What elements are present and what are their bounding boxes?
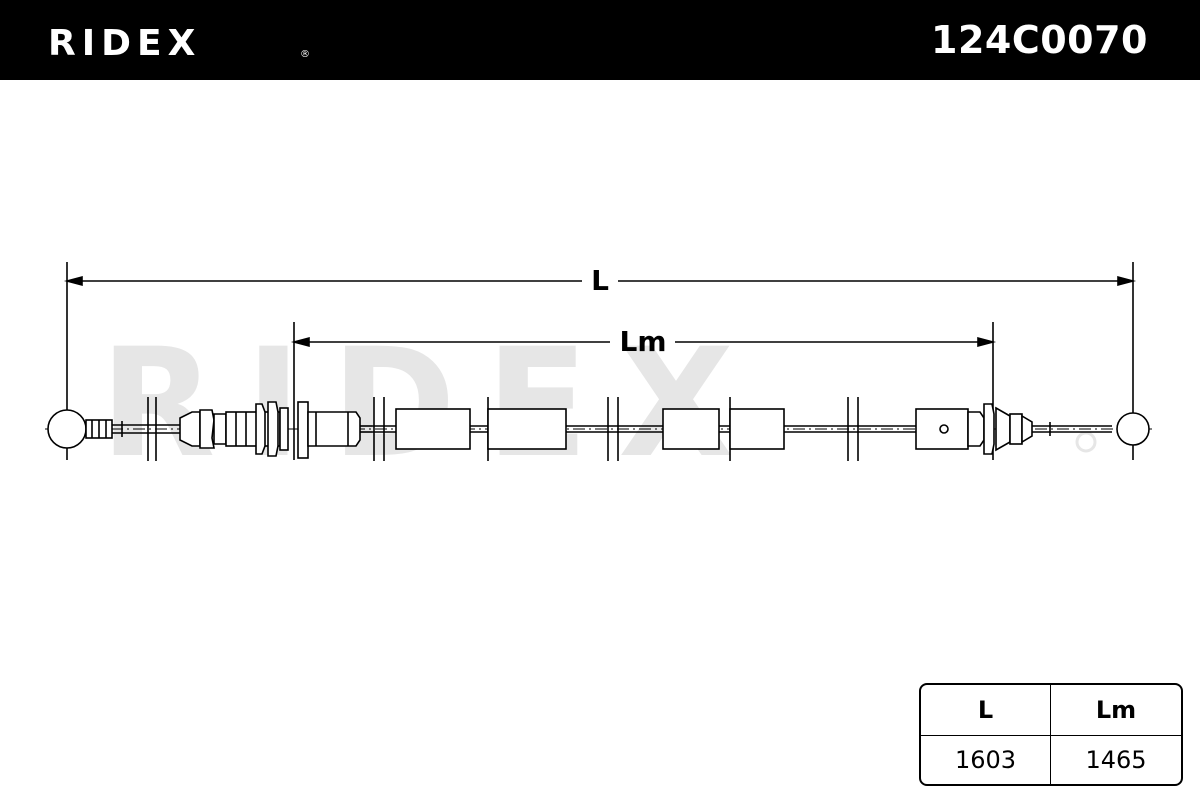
table-header-l: L <box>921 685 1051 736</box>
dimension-table: L Lm 1603 1465 <box>919 683 1183 786</box>
svg-text:RIDEX: RIDEX <box>48 23 201 62</box>
header-bar: RIDEX ® 124C0070 <box>0 0 1200 80</box>
table-header-lm: Lm <box>1051 685 1181 736</box>
left-ball-end <box>47 409 113 449</box>
table-value-lm: 1465 <box>1085 746 1147 774</box>
cable-drawing: RIDEX <box>45 262 1152 491</box>
table-row: 1603 1465 <box>921 736 1181 784</box>
right-ball-end <box>1116 412 1150 446</box>
table-header-row: L Lm <box>921 685 1181 736</box>
dimension-l <box>63 262 1137 460</box>
right-sheath-fitting <box>915 403 1033 455</box>
ridex-logo: RIDEX ® <box>48 23 310 62</box>
watermark-logo: RIDEX <box>100 317 764 491</box>
label-l: L <box>591 264 609 297</box>
sheath-clips <box>373 397 859 461</box>
table-value-l: 1603 <box>921 736 1051 784</box>
part-number: 124C0070 <box>931 18 1148 62</box>
left-sheath-fitting <box>225 401 372 459</box>
rubber-boot <box>179 409 227 449</box>
svg-text:®: ® <box>300 49 310 60</box>
watermark-registered-icon <box>1075 431 1097 453</box>
label-lm: Lm <box>619 325 666 358</box>
